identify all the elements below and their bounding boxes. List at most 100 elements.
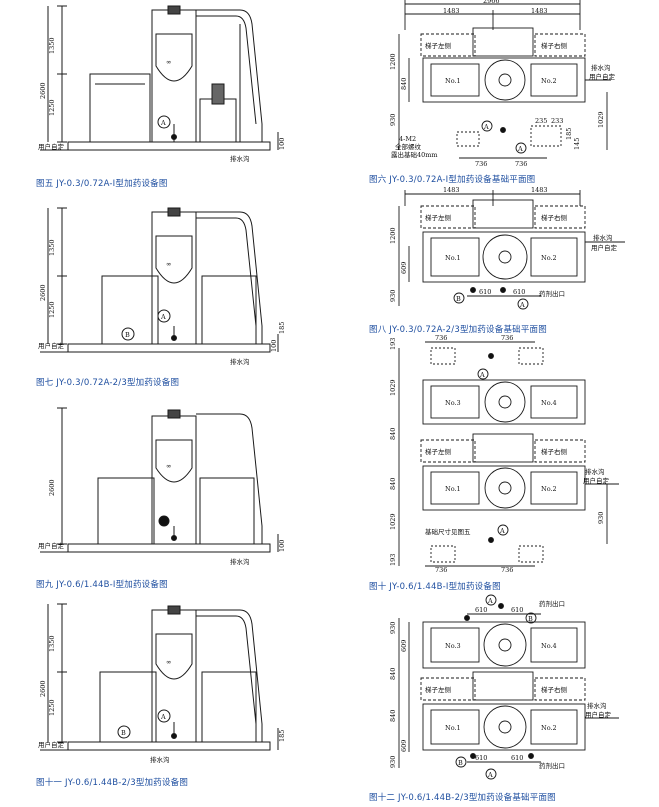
fig6-dim-233: 233 [551,117,563,125]
fig10-mark-a1: A [479,371,485,379]
fig12-dim-609a: 609 [400,640,408,652]
fig12-ladder-right: 梯子右侧 [541,685,567,694]
fig7-user-install: 用户自定 [38,341,65,350]
fig11-user-install: 用户自定 [38,740,65,749]
fig7-dim-1250: 1250 [48,301,56,318]
fig9-drawing: 2600 ∞ 100 用户自定 排水沟 [38,406,300,568]
fig8-ladder-left: 梯子左侧 [425,213,451,222]
fig8-dim-610a: 610 [479,288,491,296]
fig12-dim-930a: 930 [389,622,397,634]
fig8-drug-outlet: 药剂出口 [539,289,565,298]
fig7-mark-b: B [125,331,130,339]
fig6-ladder-left: 梯子左侧 [425,41,451,50]
fig6-dim-2966: 2966 [483,0,500,5]
fig12-tank-1: No.1 [445,724,461,732]
fig8-dim-1483a: 1483 [443,186,460,194]
fig10-dim-736b: 736 [501,334,513,342]
fig12-dim-609b: 609 [400,740,408,752]
fig6-dim-1200: 1200 [389,53,397,70]
fig12-tank-3: No.3 [445,642,461,650]
fig6-tank-2: No.2 [541,77,557,85]
fig6-dim-145: 145 [573,138,581,150]
fig11-drawing: 1350 1250 2600 ∞ A B 185 用户自定 排水沟 [38,602,300,768]
fig6-note-3: 露出基础40mm [391,150,438,159]
fig7-mark-a: A [160,313,166,321]
fig12-mark-b2: B [458,759,463,767]
fig12-drug-outlet-2: 药剂出口 [539,761,565,770]
fig10-dim-736d: 736 [501,566,513,574]
fig12-dim-610c: 610 [475,754,487,762]
fig10-dim-193a: 193 [389,338,397,350]
fig8-dim-1200: 1200 [389,227,397,244]
fig12-user-install: 用户自定 [585,710,612,719]
fig11-dim-1250: 1250 [48,699,56,716]
fig10-drain: 排水沟 [585,467,605,476]
fig12-dim-840a: 840 [389,668,397,680]
fig6-drawing: 2966 1483 1483 梯子左侧 梯子右侧 No.1 No.2 排水沟 用… [375,0,645,168]
fig12-caption: 图十二 JY-0.6/1.44B-2/3型加药设备基础平面图 [369,793,556,803]
fig6-dim-1483a: 1483 [443,7,460,15]
fig8-dim-930: 930 [389,290,397,302]
svg-text:∞: ∞ [166,58,171,66]
fig10-dim-736c: 736 [435,566,447,574]
fig9-dim-2600: 2600 [48,479,56,496]
fig12-tank-4: No.4 [541,642,557,650]
fig6-caption: 图六 JY-0.3/0.72A-I型加药设备基础平面图 [369,175,536,185]
fig5-dim-1250: 1250 [48,99,56,116]
fig6-tank-1: No.1 [445,77,461,85]
fig5-dim-2600: 2600 [39,82,47,99]
fig11-drain: 排水沟 [150,755,170,764]
fig12-dim-840b: 840 [389,710,397,722]
fig10-dim-736a: 736 [435,334,447,342]
fig7-drawing: 1350 1250 2600 ∞ A B 100 185 用户自定 排水沟 [38,206,300,368]
fig7-dim-185: 185 [278,322,286,334]
fig6-mark-a1: A [483,123,489,131]
fig6-dim-1029: 1029 [597,111,605,128]
fig12-ladder-left: 梯子左侧 [425,685,451,694]
svg-text:∞: ∞ [166,260,171,268]
fig12-dim-930b: 930 [389,756,397,768]
fig6-dim-930: 930 [389,114,397,126]
fig11-mark-a: A [160,713,166,721]
fig10-ladder-left: 梯子左侧 [425,447,451,456]
fig8-drain: 排水沟 [593,233,613,242]
fig12-dim-610b: 610 [511,606,523,614]
fig6-dim-840: 840 [400,78,408,90]
fig5-drawing: 1350 1250 2600 ∞ A 100 用户自定 排水沟 [38,4,300,164]
fig6-dim-185: 185 [565,128,573,140]
fig6-user-install: 用户自定 [589,72,616,81]
fig5-dim-100: 100 [278,138,286,150]
fig6-dim-736b: 736 [515,160,527,168]
fig10-tank-4: No.4 [541,399,557,407]
svg-text:∞: ∞ [166,462,171,470]
fig5-caption: 图五 JY-0.3/0.72A-I型加药设备图 [36,179,168,189]
fig8-tank-2: No.2 [541,254,557,262]
svg-text:∞: ∞ [166,658,171,666]
fig12-drain: 排水沟 [587,701,607,710]
fig6-mark-a2: A [517,145,523,153]
fig7-drain: 排水沟 [230,357,250,366]
fig10-drawing: 736 736 193 A No.3 No.4 梯子左侧 梯子右侧 No.1 N… [375,334,645,574]
fig12-tank-2: No.2 [541,724,557,732]
fig6-dim-736a: 736 [475,160,487,168]
fig8-dim-610b: 610 [513,288,525,296]
fig10-mark-a2: A [499,527,505,535]
fig8-dim-609: 609 [400,262,408,274]
fig10-dim-193b: 193 [389,554,397,566]
fig9-user-install: 用户自定 [38,541,65,550]
fig10-tank-2: No.2 [541,485,557,493]
fig6-drain: 排水沟 [591,63,611,72]
fig12-mark-b1: B [528,615,533,623]
fig7-dim-100: 100 [270,340,278,352]
fig10-user-install: 用户自定 [583,476,610,485]
fig12-dim-610d: 610 [511,754,523,762]
fig11-caption: 图十一 JY-0.6/1.44B-2/3型加药设备图 [36,778,189,788]
fig7-dim-1350: 1350 [48,239,56,256]
fig6-note-1: 4-M2 [399,135,416,143]
fig10-tank-1: No.1 [445,485,461,493]
fig9-caption: 图九 JY-0.6/1.44B-I型加药设备图 [36,580,168,590]
fig9-dim-100: 100 [278,540,286,552]
fig12-mark-a1: A [487,597,493,605]
fig11-dim-2600: 2600 [39,680,47,697]
fig10-dim-840b: 840 [389,478,397,490]
